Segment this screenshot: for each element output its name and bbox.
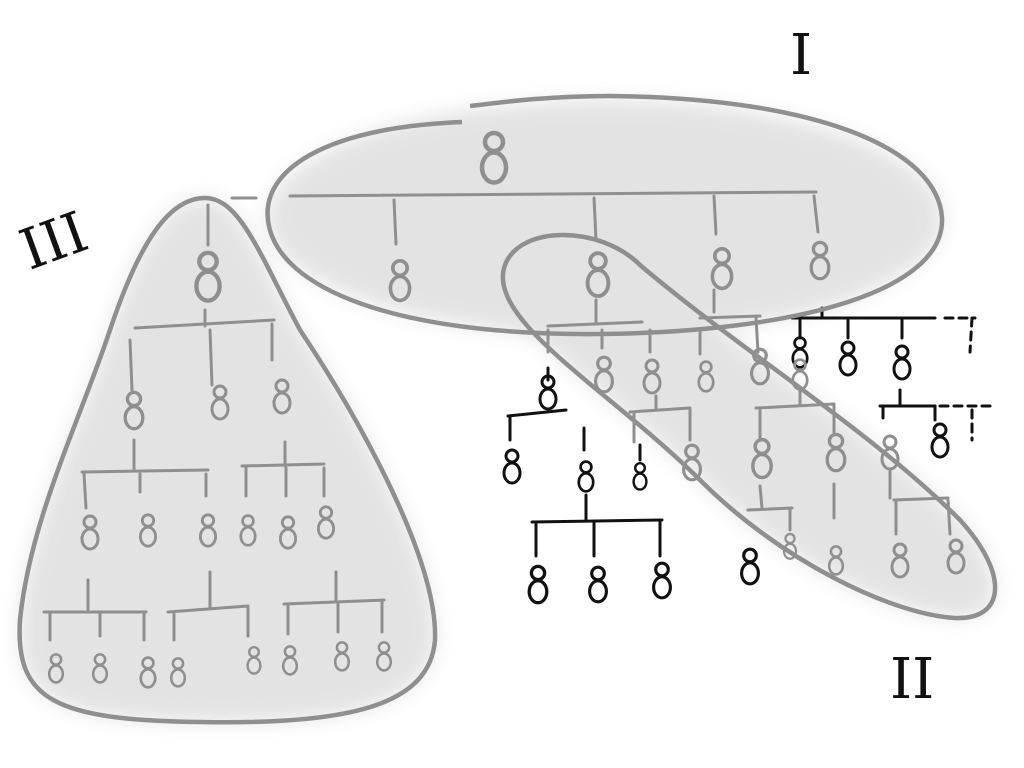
group-one-tree xyxy=(230,190,820,328)
label-group-one: I xyxy=(790,23,812,88)
group-two-shade xyxy=(502,235,996,619)
group-one-outline xyxy=(265,93,945,337)
group-three-shade xyxy=(19,198,436,723)
label-group-three: III xyxy=(12,200,97,284)
label-group-two: II xyxy=(890,647,934,712)
black-subtree xyxy=(506,306,994,558)
group-three-tree xyxy=(42,203,386,642)
group-one-shade xyxy=(267,100,943,336)
group-two-outline xyxy=(500,232,998,621)
group-three-outline xyxy=(17,195,438,725)
